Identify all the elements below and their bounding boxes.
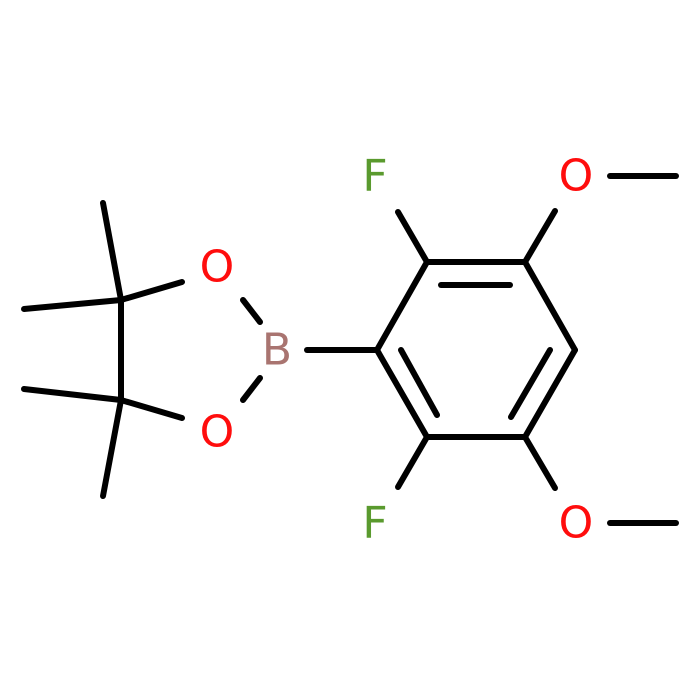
atom-label-oxygen: O xyxy=(559,151,594,202)
bond xyxy=(522,347,578,440)
atom-label-oxygen: O xyxy=(200,407,235,458)
bond-c-f-top xyxy=(395,209,430,265)
bond-c-o-top xyxy=(522,208,558,265)
aromatic-ring xyxy=(374,259,578,440)
atom-label-boron: B xyxy=(262,325,292,376)
atom-label-fluorine: F xyxy=(362,151,387,202)
atom-label-oxygen: O xyxy=(559,498,594,549)
bond xyxy=(374,259,430,353)
bond-c-o-bottom xyxy=(522,434,558,491)
bond-c-f-bottom xyxy=(395,434,430,490)
bond-o-c-top xyxy=(118,279,185,303)
bond-b-o-top xyxy=(240,297,263,325)
bond-methyl xyxy=(100,200,124,303)
bond-b-o-bottom xyxy=(240,375,263,403)
atom-label-fluorine: F xyxy=(362,498,387,549)
atom-label-oxygen: O xyxy=(200,242,235,293)
bond-methyl xyxy=(21,297,124,312)
bond-methyl xyxy=(100,397,124,499)
bond-o-c-bottom xyxy=(118,397,185,421)
double-bond-inner xyxy=(398,347,440,418)
bond xyxy=(374,347,430,440)
double-bond-inner xyxy=(508,347,553,420)
bond xyxy=(522,259,578,353)
bond-methyl xyxy=(21,386,124,403)
